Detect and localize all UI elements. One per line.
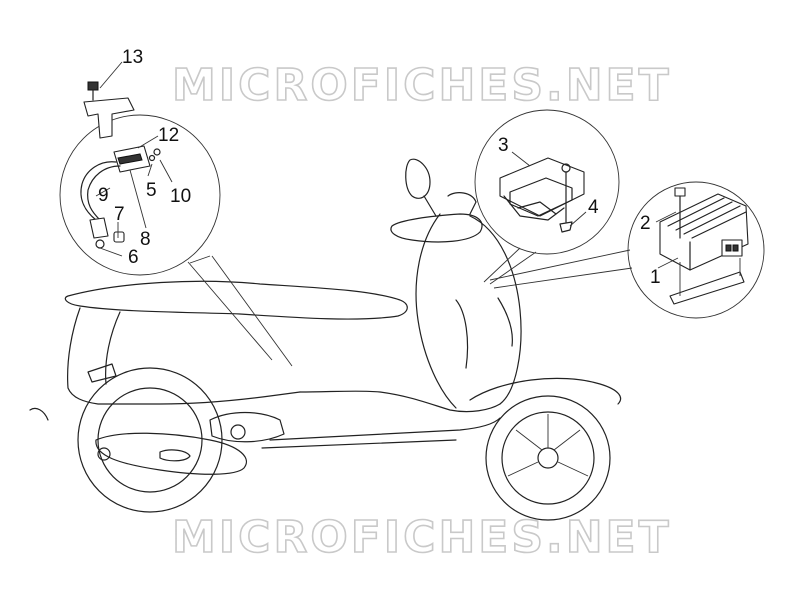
ecu-cover-detail [474, 109, 620, 285]
spark-plug-cap-icon [89, 217, 109, 239]
bolt-icon [674, 187, 686, 239]
callout-7: 7 [114, 204, 125, 225]
callout-4: 4 [588, 197, 599, 218]
callout-12: 12 [158, 125, 179, 146]
detail-circle-middle [474, 109, 620, 255]
callout-3: 3 [498, 135, 509, 156]
bolt-icon [87, 81, 99, 101]
ignition-coil-icon [113, 145, 161, 173]
detail-circle-left [59, 114, 221, 276]
callout-10: 10 [170, 186, 191, 207]
callout-2: 2 [640, 213, 651, 234]
callout-5: 5 [146, 180, 157, 201]
ecu-cover-icon [499, 157, 585, 221]
scooter-outline-icon [29, 158, 622, 521]
voltage-regulator-icon [659, 193, 749, 271]
callout-9: 9 [98, 185, 109, 206]
callout-13: 13 [122, 47, 143, 68]
callout-1: 1 [650, 267, 661, 288]
ht-lead [80, 161, 117, 221]
ignition-coil-detail [59, 61, 293, 367]
suppressor-icon [113, 231, 125, 243]
bracket-icon [83, 97, 135, 139]
callout-6: 6 [128, 247, 139, 268]
screw-icon [559, 163, 573, 233]
mount-plate-icon [669, 271, 745, 305]
watermark-bottom: MICROFICHES.NET [172, 512, 672, 563]
watermark-top: MICROFICHES.NET [172, 60, 672, 111]
callout-8: 8 [140, 229, 151, 250]
regulator-detail [489, 181, 765, 319]
